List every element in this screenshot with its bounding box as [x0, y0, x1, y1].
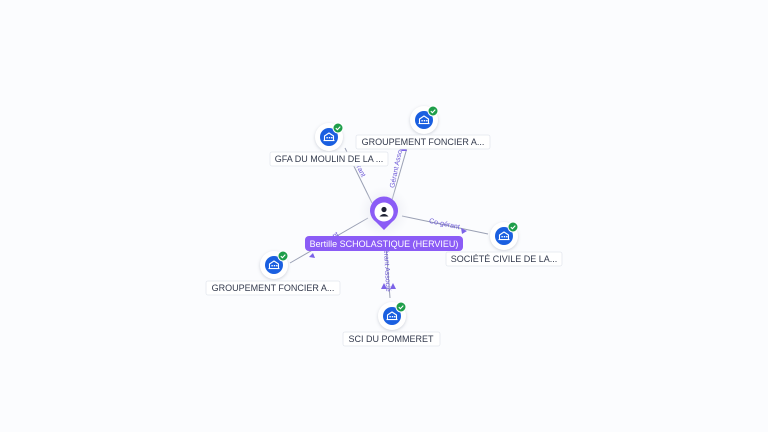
node-label-societe-civile: SOCIÉTÉ CIVILE DE LA...	[451, 254, 558, 264]
company-node-groupement-top[interactable]: GROUPEMENT FONCIER A...	[355, 105, 491, 150]
node-label-gfa-moulin: GFA DU MOULIN DE LA ...	[275, 154, 384, 164]
node-label-sci-pommeret: SCI DU POMMERET	[348, 334, 434, 344]
check-badge-icon	[395, 301, 407, 313]
edge-label-societe-civile: Co-gérant	[428, 218, 460, 231]
check-badge-icon	[427, 105, 439, 117]
node-label-groupement-left: GROUPEMENT FONCIER A...	[212, 283, 335, 293]
edge-sci-pommeret[interactable]: Gérant Associé	[381, 244, 396, 299]
node-label-groupement-top: GROUPEMENT FONCIER A...	[362, 137, 485, 147]
edge-societe-civile[interactable]: Co-gérant	[401, 215, 489, 235]
company-node-gfa-moulin[interactable]: GFA DU MOULIN DE LA ...	[269, 122, 389, 167]
check-badge-icon	[507, 221, 519, 233]
company-node-groupement-left[interactable]: GROUPEMENT FONCIER A...	[205, 250, 341, 296]
check-badge-icon	[277, 250, 289, 262]
person-icon	[379, 206, 389, 217]
center-node[interactable]: Bertille SCHOLASTIQUE (HERVIEU)	[305, 186, 463, 251]
check-badge-icon	[332, 122, 344, 134]
company-node-societe-civile[interactable]: SOCIÉTÉ CIVILE DE LA...	[445, 221, 563, 267]
center-node-label: Bertille SCHOLASTIQUE (HERVIEU)	[310, 239, 459, 249]
edge-label-sci-pommeret: Gérant Associé	[382, 244, 391, 292]
company-node-sci-pommeret[interactable]: SCI DU POMMERET	[342, 301, 441, 347]
